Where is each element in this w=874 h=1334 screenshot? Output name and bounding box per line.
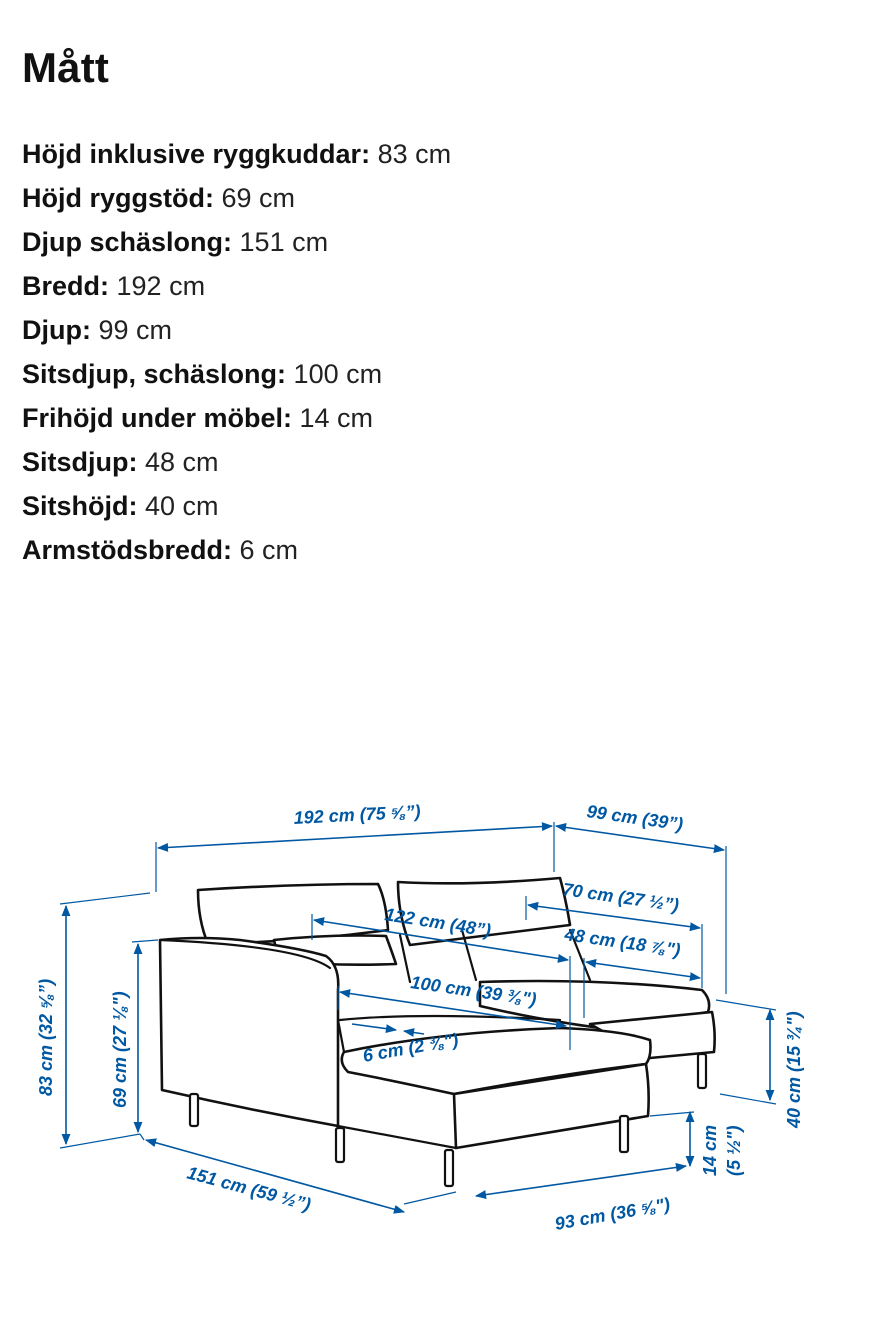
label-inner-width: 70 cm (27 ½”) (561, 879, 680, 915)
dimension-lines (59, 822, 777, 1214)
leg (334, 1126, 346, 1164)
spec-label: Djup schäslong: (22, 227, 233, 257)
spec-label: Armstödsbredd: (22, 535, 233, 565)
spec-row-height-with-cushions: Höjd inklusive ryggkuddar: 83 cm (22, 132, 842, 176)
label-seat-height: 40 cm (15 ¾") (784, 1011, 804, 1129)
spec-label: Sitsdjup, schäslong: (22, 359, 287, 389)
spec-row-chaise-seat-depth: Sitsdjup, schäslong: 100 cm (22, 352, 842, 396)
spec-value: 6 cm (239, 535, 299, 565)
spec-row-seat-height: Sitshöjd: 40 cm (22, 484, 842, 528)
spec-value: 83 cm (377, 139, 452, 169)
spec-label: Höjd inklusive ryggkuddar: (22, 139, 371, 169)
leg (696, 1052, 708, 1090)
spec-row-depth: Djup: 99 cm (22, 308, 842, 352)
spec-value: 151 cm (239, 227, 329, 257)
dimension-spec-list: Höjd inklusive ryggkuddar: 83 cm Höjd ry… (22, 132, 842, 572)
spec-value: 14 cm (299, 403, 374, 433)
spec-value: 192 cm (116, 271, 206, 301)
label-free-height-inches: (5 ½") (724, 1125, 744, 1176)
spec-row-armrest-width: Armstödsbredd: 6 cm (22, 528, 842, 572)
spec-value: 100 cm (293, 359, 383, 389)
spec-row-backrest-height: Höjd ryggstöd: 69 cm (22, 176, 842, 220)
label-height-total: 83 cm (32 ⅝”) (36, 979, 56, 1096)
label-height-back: 69 cm (27 ⅛") (110, 991, 130, 1108)
spec-value: 69 cm (221, 183, 296, 213)
leg (443, 1148, 455, 1188)
label-depth: 99 cm (39”) (585, 801, 684, 834)
spec-row-free-height: Frihöjd under möbel: 14 cm (22, 396, 842, 440)
main-seat-base (588, 1010, 716, 1060)
spec-label: Sitshöjd: (22, 491, 138, 521)
spec-label: Frihöjd under möbel: (22, 403, 292, 433)
leg (618, 1114, 630, 1154)
spec-value: 99 cm (98, 315, 173, 345)
spec-label: Bredd: (22, 271, 109, 301)
spec-label: Höjd ryggstöd: (22, 183, 214, 213)
label-width: 192 cm (75 ⅝”) (293, 801, 421, 828)
label-chaise-depth: 151 cm (59 ½”) (185, 1163, 313, 1215)
spec-row-width: Bredd: 192 cm (22, 264, 842, 308)
spec-label: Djup: (22, 315, 91, 345)
leg (188, 1092, 200, 1128)
spec-row-seat-depth: Sitsdjup: 48 cm (22, 440, 842, 484)
label-free-height: 14 cm (700, 1125, 720, 1176)
left-armrest (158, 936, 340, 1128)
page-title: Mått (22, 44, 110, 91)
spec-value: 40 cm (145, 491, 219, 521)
chaise-base (452, 1062, 650, 1150)
label-chaise-width: 93 cm (36 ⅝") (553, 1194, 671, 1234)
sofa-dimension-diagram: 192 cm (75 ⅝”) 99 cm (39”) 70 cm (27 ½”)… (36, 801, 804, 1234)
spec-value: 48 cm (145, 447, 219, 477)
spec-row-chaise-depth: Djup schäslong: 151 cm (22, 220, 842, 264)
spec-label: Sitsdjup: (22, 447, 138, 477)
label-chaise-seat-depth: 100 cm (39 ⅜") (409, 972, 537, 1009)
